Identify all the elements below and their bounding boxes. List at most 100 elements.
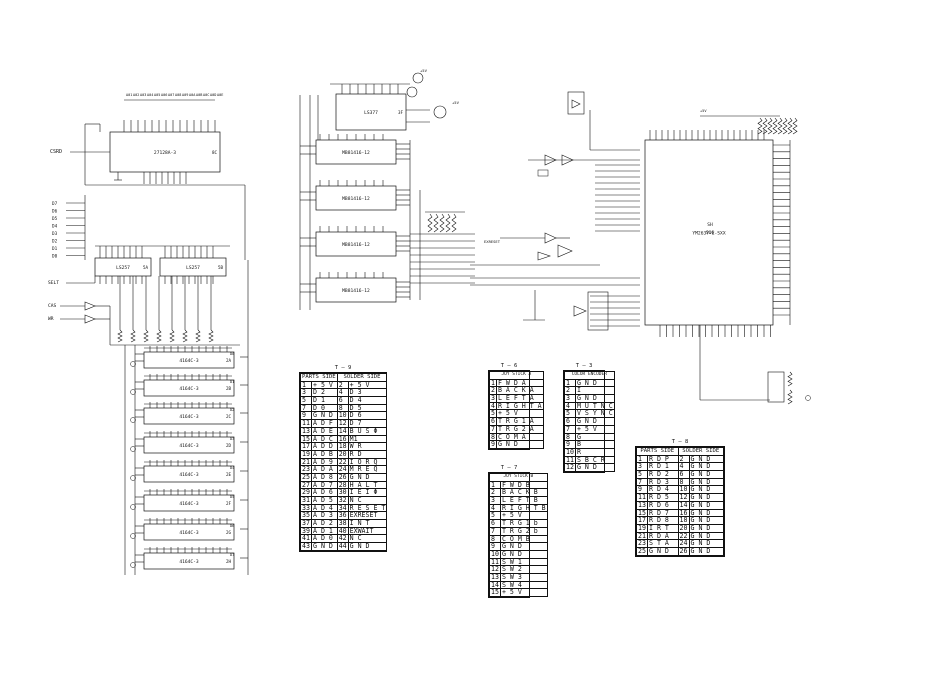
table-row: 7+ 5 V xyxy=(564,424,615,434)
pin-signal: R I G H T B xyxy=(499,503,548,513)
pin-number: 19 xyxy=(636,523,648,533)
chip-ref: 5A xyxy=(143,265,149,270)
address-pin-label: A0D xyxy=(210,93,216,97)
series-resistor xyxy=(156,329,162,343)
chip-ref: 2B xyxy=(226,386,232,391)
pin-number: 20 xyxy=(336,449,349,459)
pin-signal: G N D xyxy=(688,546,724,556)
pullup-resistor xyxy=(439,213,445,233)
table-title: T — 8 xyxy=(671,439,689,445)
pin-number: 14 xyxy=(336,426,349,436)
pin-number: 7 xyxy=(489,424,497,434)
series-resistor xyxy=(169,329,175,343)
chip-part-number: LS257 xyxy=(186,265,200,271)
pin-signal: R I G H T A xyxy=(495,401,544,411)
vram-chip xyxy=(315,185,397,211)
data-line-label: D7 xyxy=(52,201,58,207)
wr-label: WR xyxy=(48,316,54,322)
dram-chip xyxy=(143,552,235,570)
transistor xyxy=(406,86,418,98)
address-pin-label: A04 xyxy=(147,93,153,97)
pin-signal: T R G 2 b xyxy=(499,526,548,536)
chip-part-number: YM2637-E-SXX xyxy=(692,231,725,237)
pin-number: 13 xyxy=(636,500,648,510)
chip-part-number: 4164C-3 xyxy=(179,386,199,392)
chip-part-number: LS257 xyxy=(116,265,130,271)
table-title: T — 3 xyxy=(575,363,593,369)
chip-ref: 5B xyxy=(218,265,224,270)
series-resistor xyxy=(143,329,149,343)
address-pin-label: A03 xyxy=(140,93,146,97)
mux-chip xyxy=(159,257,227,277)
pin-number: 10 xyxy=(489,549,501,559)
chip-ref: 2E xyxy=(226,472,232,477)
pin-number: 13 xyxy=(489,572,501,582)
pin-number: 12 xyxy=(564,463,576,472)
table-title: T — 7 xyxy=(500,465,518,471)
pin-signal: + 5 V xyxy=(574,424,615,434)
connector-block xyxy=(587,291,609,331)
crystal xyxy=(537,169,549,177)
decoupling-capacitor xyxy=(130,389,136,395)
pullup-resistor xyxy=(427,213,433,233)
chip-part-number: 4164C-3 xyxy=(179,443,199,449)
chip-part-number: LS377 xyxy=(364,110,378,116)
pin-signal: G N D xyxy=(499,549,548,559)
resistor xyxy=(787,389,793,405)
chip-part-number: 4164C-3 xyxy=(179,358,199,364)
chip-part-number: 27128A-3 xyxy=(154,150,176,156)
pin-number: 9 xyxy=(489,440,497,449)
dram-data-label: D5 xyxy=(230,495,234,499)
dram-data-label: D1 xyxy=(230,380,234,384)
pullup-resistor xyxy=(451,213,457,233)
data-line-label: D6 xyxy=(52,209,58,215)
regulator xyxy=(567,91,585,115)
decoupling-capacitor xyxy=(130,446,136,452)
sel-label: SELT xyxy=(48,280,59,286)
vram-chip xyxy=(315,231,397,257)
chip-part-number: MB81416-12 xyxy=(342,288,370,294)
transistor xyxy=(412,72,424,84)
dram-chip xyxy=(143,494,235,512)
table-title: T — 6 xyxy=(500,363,518,369)
pin-signal: G xyxy=(574,432,615,442)
buffer-gate xyxy=(84,314,96,324)
pin-number: 26 xyxy=(336,472,349,482)
chip-part-number: MB81416-12 xyxy=(342,196,370,202)
transistor xyxy=(433,105,447,119)
pin-signal: G N D xyxy=(688,500,724,510)
buffer-gate xyxy=(544,232,557,244)
data-line-label: D0 xyxy=(52,254,58,260)
pullup-resistor xyxy=(787,117,793,135)
dram-data-label: D4 xyxy=(230,466,234,470)
buffer-gate xyxy=(573,305,587,317)
series-resistor xyxy=(117,329,123,343)
pin-signal: C O M A xyxy=(495,432,544,442)
dram-data-label: D6 xyxy=(230,524,234,528)
series-resistor xyxy=(208,329,214,343)
data-line-label: D5 xyxy=(52,216,58,222)
pin-signal: G N D xyxy=(574,463,615,472)
data-line-label: D3 xyxy=(52,231,58,237)
